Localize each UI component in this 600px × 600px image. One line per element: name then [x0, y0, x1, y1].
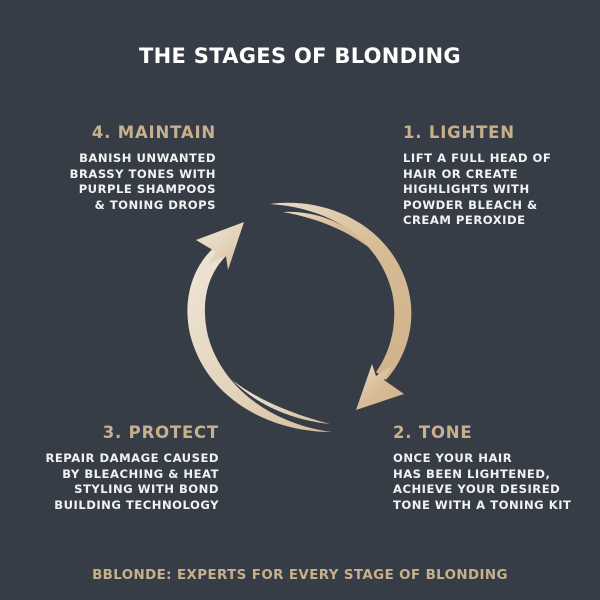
footer-tagline: BBLONDE: EXPERTS FOR EVERY STAGE OF BLON…	[92, 568, 508, 583]
stage-maintain: 4. MAINTAIN BANISH UNWANTED BRASSY TONES…	[70, 123, 216, 213]
stage-heading: 2. TONE	[393, 423, 473, 442]
stage-tone: 2. TONE ONCE YOUR HAIR HAS BEEN LIGHTENE…	[393, 423, 571, 513]
desc-line: BY BLEACHING & HEAT	[62, 466, 219, 481]
desc-line: TONE WITH A TONING KIT	[393, 497, 572, 512]
desc-line: ONCE YOUR HAIR	[393, 451, 513, 465]
desc-line: CREAM PEROXIDE	[403, 213, 526, 228]
desc-line: HAIR OR CREATE	[403, 166, 519, 181]
desc-line: ACHIEVE YOUR DESIRED	[393, 482, 561, 497]
stage-lighten: 1. LIGHTEN LIFT A FULL HEAD OF HAIR OR C…	[403, 123, 551, 229]
desc-line: HAS BEEN LIGHTENED,	[393, 466, 551, 481]
desc-line: BANISH UNWANTED	[79, 151, 216, 165]
desc-line: BUILDING TECHNOLOGY	[54, 497, 219, 512]
desc-line: & TONING DROPS	[94, 197, 216, 212]
stage-heading: 1. LIGHTEN	[403, 123, 515, 142]
stage-protect: 3. PROTECT REPAIR DAMAGE CAUSED BY BLEAC…	[45, 423, 219, 513]
desc-line: BRASSY TONES WITH	[69, 166, 216, 181]
arrow-left-icon	[187, 222, 332, 432]
stage-description: LIFT A FULL HEAD OF HAIR OR CREATE HIGHL…	[403, 151, 551, 229]
desc-line: REPAIR DAMAGE CAUSED	[45, 451, 219, 465]
arrow-right-icon	[270, 202, 412, 410]
stage-description: BANISH UNWANTED BRASSY TONES WITH PURPLE…	[70, 151, 216, 213]
stage-heading: 3. PROTECT	[102, 423, 219, 442]
stage-heading: 4. MAINTAIN	[91, 123, 216, 142]
desc-line: STYLING WITH BOND	[74, 482, 219, 497]
desc-line: PURPLE SHAMPOOS	[78, 182, 216, 197]
stage-description: ONCE YOUR HAIR HAS BEEN LIGHTENED, ACHIE…	[393, 451, 571, 513]
stage-description: REPAIR DAMAGE CAUSED BY BLEACHING & HEAT…	[45, 451, 219, 513]
desc-line: HIGHLIGHTS WITH	[403, 182, 530, 197]
page-title: THE STAGES OF BLONDING	[139, 44, 461, 68]
desc-line: POWDER BLEACH &	[403, 197, 538, 212]
desc-line: LIFT A FULL HEAD OF	[403, 151, 552, 165]
